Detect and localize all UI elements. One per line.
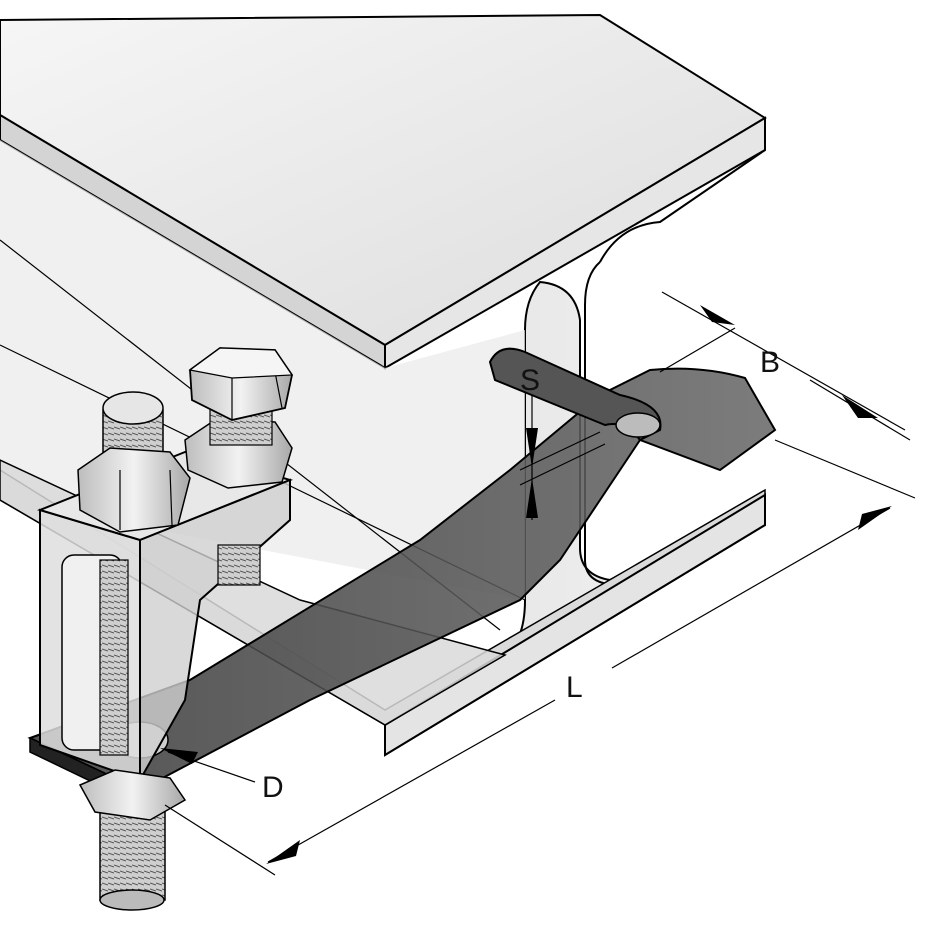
dim-L-line-right (611, 507, 891, 669)
hex-edge (274, 371, 283, 409)
bolt-end (99, 889, 165, 911)
hex-head-bolt (184, 347, 294, 586)
dimension-S: S (519, 364, 606, 520)
dim-B-extension-top (661, 291, 906, 431)
dim-L-extension-left (164, 804, 276, 876)
dimension-B: B (659, 291, 911, 441)
bolt-top (102, 391, 164, 425)
dim-L-extension-right (774, 439, 916, 499)
dim-S-arrow-bottom (526, 478, 538, 518)
bottom-flange-edge (384, 493, 766, 757)
dim-B-arrow-right (842, 395, 878, 418)
bolt-upper-nut (77, 447, 191, 533)
nut-edge (169, 469, 173, 526)
dim-L-arrow-right (858, 506, 892, 530)
dim-label-B: B (760, 346, 780, 379)
strap-hook-eye (615, 412, 661, 438)
dim-S-arrow-top (526, 428, 538, 468)
hex-head-top (188, 347, 294, 379)
dimension-L: L (164, 439, 916, 876)
dim-B-arrow-left (700, 305, 735, 325)
dimension-D: D (160, 748, 284, 804)
dim-S-extension-top (519, 431, 601, 471)
dim-B-line (659, 327, 736, 373)
dim-D-arrow (160, 748, 198, 764)
dim-label-D: D (262, 771, 284, 804)
web-right-top (599, 149, 766, 263)
dim-label-L: L (566, 671, 583, 704)
bolt-shank-in-slot (99, 559, 129, 756)
dim-S-extension-bottom (519, 443, 606, 486)
bolt-lower-nut (78, 769, 187, 821)
dim-label-S: S (520, 364, 540, 397)
hex-bolt-shank-lower (217, 544, 261, 586)
long-bolt (77, 391, 191, 911)
dim-L-line-left (267, 699, 556, 863)
bolt-shank-lower (99, 809, 166, 901)
dim-L-arrow-left (266, 840, 300, 864)
